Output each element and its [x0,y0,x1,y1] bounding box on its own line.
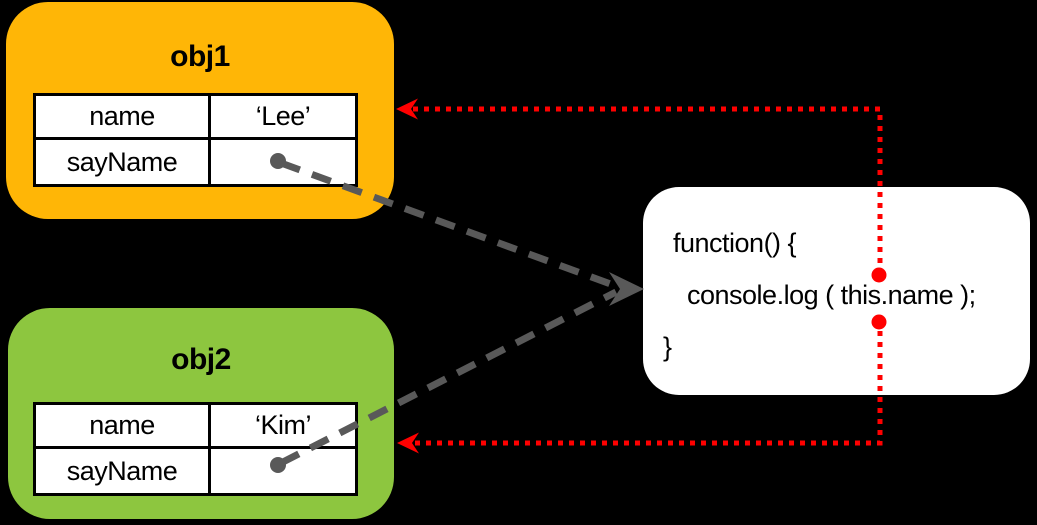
obj2-sayname-key-cell: sayName [36,449,211,493]
this-binding-arrowhead-obj2 [397,432,419,454]
obj2-name-key-cell: name [36,405,211,449]
obj1-title: obj1 [170,40,230,73]
obj2-title: obj2 [171,343,231,376]
obj2-property-table: name ‘Kim’ sayName [33,402,358,496]
obj1-name-key-cell: name [36,96,211,140]
obj1-box: obj1 name ‘Lee’ sayName [6,2,394,219]
obj2-sayname-value-cell [211,449,355,493]
function-code-line-3: } [663,332,672,362]
obj2-name-value-cell: ‘Kim’ [211,405,355,449]
obj1-property-table: name ‘Lee’ sayName [33,93,358,187]
function-code-line-2: console.log ( this.name ); [687,280,976,310]
reference-arrowhead [609,272,644,306]
obj1-name-value-cell: ‘Lee’ [211,96,355,140]
this-binding-arrowhead-obj1 [396,98,418,120]
function-box: function() { console.log ( this.name ); … [643,187,1030,395]
function-code-line-1: function() { [673,228,797,258]
obj1-sayname-key-cell: sayName [36,140,211,184]
obj2-box: obj2 name ‘Kim’ sayName [8,308,394,519]
obj1-sayname-value-cell [211,140,355,184]
